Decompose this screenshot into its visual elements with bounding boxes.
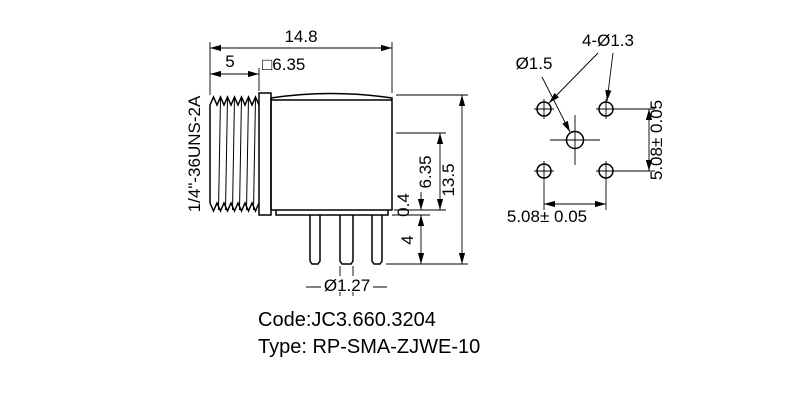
dim-body-square: □6.35 [262,55,305,74]
side-view-pins [309,215,383,265]
dim-thread-length-group: 5 [210,52,260,91]
dim-horizontal-pitch: 5.08± 0.05 [507,207,587,226]
dim-overall-width-group: 14.8 [209,27,393,95]
dim-body-height: 6.35 [416,155,435,188]
dim-vertical-pitch: 5.08± 0.05 [647,100,666,180]
dim-vertical-pitch-group: 5.08± 0.05 [616,100,666,180]
dim-standoff: 0.4 [394,193,413,217]
label-center-hole-group: Ø1.5 [516,54,571,133]
dim-pin-length-group: 4 [398,215,425,264]
thread-spec-label: 1/4"-36UNS-2A [185,95,204,212]
footprint-centerlines [534,99,616,181]
label-mount-holes-group: 4-Ø1.3 [548,31,634,104]
dim-pin-diameter: Ø1.27 [324,276,370,295]
part-type: Type: RP-SMA-ZJWE-10 [258,336,480,358]
side-view-body [258,92,393,216]
label-center-hole: Ø1.5 [516,54,553,73]
dim-standoff-group: 0.4 [394,192,425,217]
dim-horizontal-pitch-group: 5.08± 0.05 [507,181,607,226]
dim-thread-length: 5 [225,52,234,71]
dim-pin-length: 4 [398,235,417,244]
title-block: Code:JC3.660.3204 Type: RP-SMA-ZJWE-10 [258,309,480,358]
part-code: Code:JC3.660.3204 [258,309,436,331]
dim-overall-height-group: 13.5 [439,95,466,264]
dim-pin-diameter-group: Ø1.27 [306,266,387,296]
label-mount-holes: 4-Ø1.3 [582,31,634,50]
dim-body-height-group: 6.35 [416,133,444,210]
dim-overall-width: 14.8 [284,27,317,46]
dim-overall-height: 13.5 [439,163,458,196]
side-view-threads [209,95,260,213]
